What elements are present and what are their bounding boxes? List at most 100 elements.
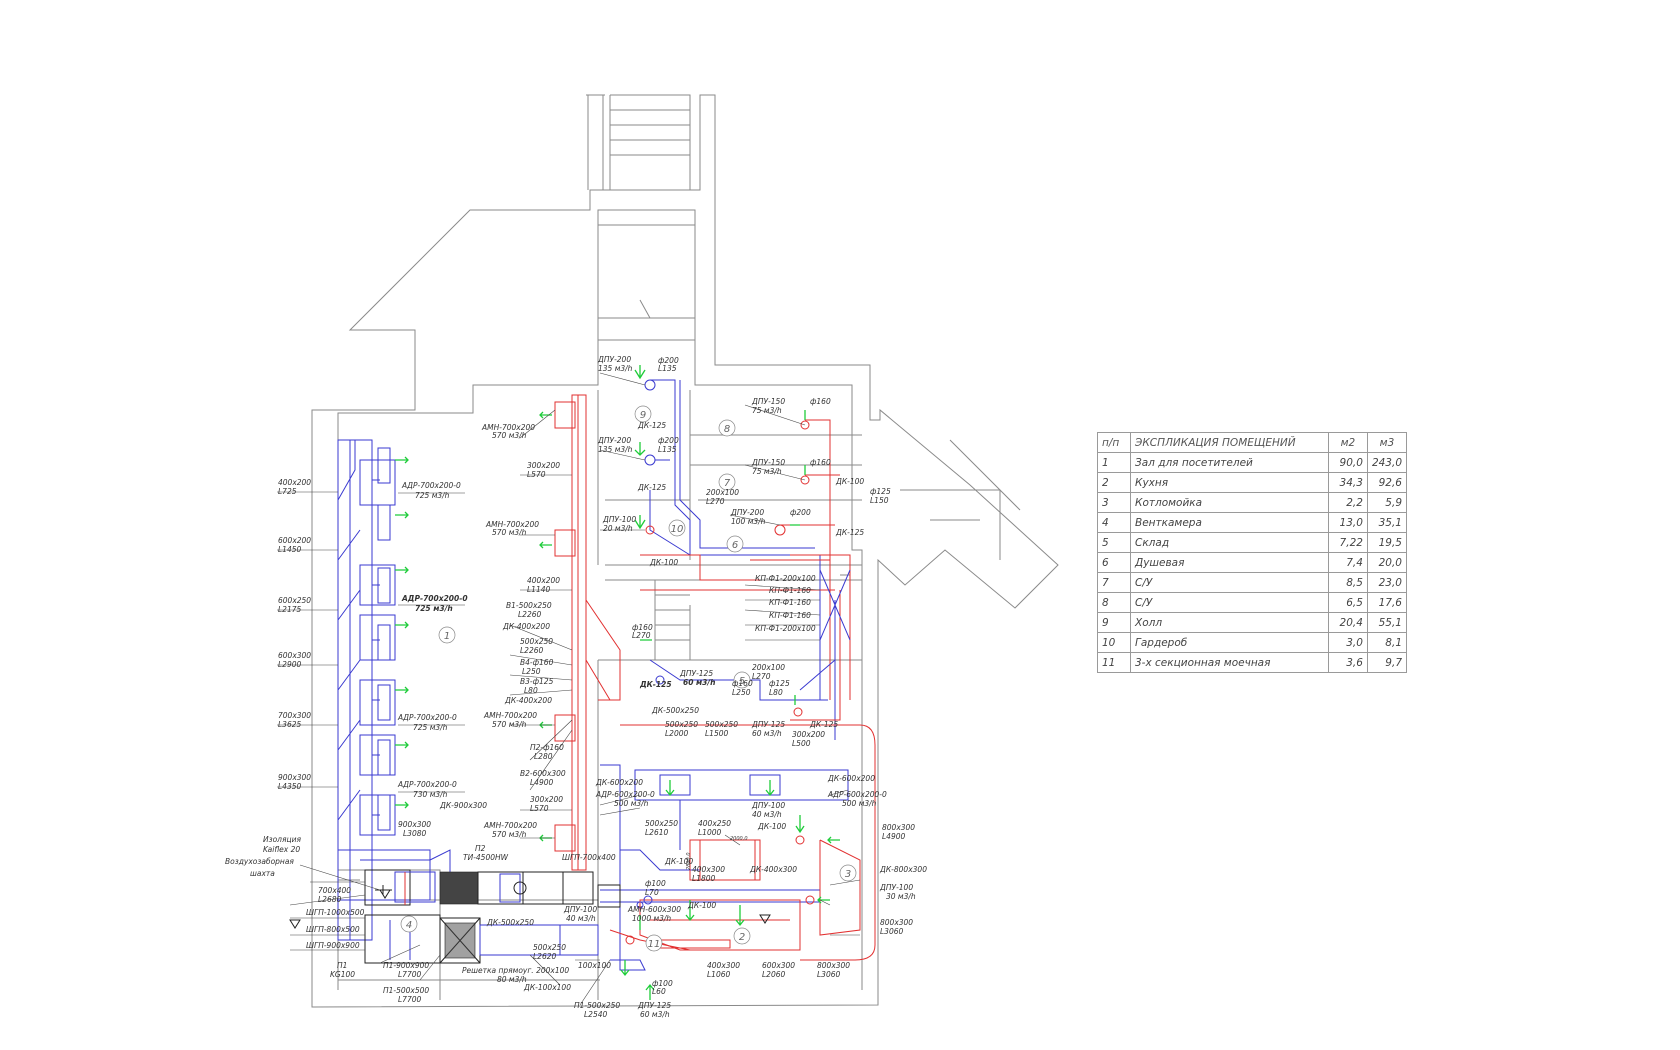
equipment-label: L2000 bbox=[665, 729, 688, 738]
row-volume: 20,0 bbox=[1366, 552, 1408, 573]
equipment-label: Изоляция bbox=[263, 835, 301, 844]
equipment-label: 1000 м3/h bbox=[632, 914, 671, 923]
row-number: 4 bbox=[1097, 512, 1131, 533]
row-area: 3,6 bbox=[1327, 652, 1368, 673]
equipment-label: ДК-800х300 bbox=[879, 865, 927, 874]
equipment-label: ф160 bbox=[810, 397, 831, 406]
equipment-label: ДПУ-100 bbox=[602, 515, 636, 524]
equipment-label: L80 bbox=[769, 688, 783, 697]
header-area: м2 bbox=[1327, 432, 1368, 453]
diffuser-label: АДР-700х200-0 bbox=[401, 594, 468, 603]
equipment-label: L1500 bbox=[705, 729, 728, 738]
diffuser-label: АДР-700х200-0 bbox=[397, 713, 457, 722]
diffuser-label: АДР-700х200-0 bbox=[401, 481, 461, 490]
equipment-label: ДК-400х300 bbox=[749, 865, 797, 874]
exhaust-label: 570 м3/h bbox=[492, 528, 527, 537]
room-number: 7 bbox=[724, 478, 731, 489]
equipment-label: L4900 bbox=[882, 832, 905, 841]
row-volume: 17,6 bbox=[1366, 592, 1408, 613]
equipment-label: Решетка прямоуг. 200х100 bbox=[462, 966, 569, 975]
row-volume: 92,6 bbox=[1366, 472, 1408, 493]
equipment-label: П2 bbox=[475, 844, 486, 853]
equipment-label: ТИ-4500НW bbox=[463, 853, 509, 862]
equipment-label: ДК-100 bbox=[687, 901, 716, 910]
equipment-label: ДК-100х100 bbox=[523, 983, 571, 992]
row-volume: 9,7 bbox=[1366, 652, 1408, 673]
left-duct-labels: 400х200 L725 600х200 L1450 600х250 L2175… bbox=[278, 478, 311, 791]
equipment-label: 20 м3/h bbox=[603, 524, 633, 533]
equipment-label: П1 bbox=[337, 961, 347, 970]
room-numbers: 1 2 3 4 5 6 7 8 9 10 11 bbox=[400, 405, 857, 952]
duct-size-label: 600х300 bbox=[278, 651, 311, 660]
equipment-label: ф100 bbox=[652, 979, 673, 988]
equipment-label: ДК-600х200 bbox=[827, 774, 875, 783]
equipment-label: КП-Ф1-160 bbox=[769, 611, 811, 620]
equipment-label: L3060 bbox=[817, 970, 840, 979]
equipment-label: ф160 bbox=[810, 458, 831, 467]
equipment-label: ф100 bbox=[645, 879, 666, 888]
equipment-label: L2060 bbox=[762, 970, 785, 979]
equipment-label: L2680 bbox=[318, 895, 341, 904]
supply-diffusers bbox=[377, 447, 391, 831]
equipment-label: ДПУ-125 bbox=[637, 1001, 671, 1010]
equipment-label: 2800,0 bbox=[686, 853, 692, 871]
equipment-label: 400х300 bbox=[692, 865, 725, 874]
equipment-label: ДК-900х300 bbox=[439, 801, 487, 810]
equipment-label: L270 bbox=[752, 672, 771, 681]
equipment-label: ф200 bbox=[658, 356, 679, 365]
equipment-label: 500 м3/h bbox=[614, 799, 649, 808]
equipment-label: П1-500х250 bbox=[574, 1001, 620, 1010]
equipment-label: ДК-100 bbox=[649, 558, 678, 567]
equipment-label: 500х250 bbox=[645, 819, 678, 828]
row-volume: 8,1 bbox=[1366, 632, 1408, 653]
equipment-label: ДПУ-100 bbox=[563, 905, 597, 914]
equipment-label: L7700 bbox=[398, 970, 421, 979]
exhaust-label: ДК-400х200 bbox=[504, 696, 552, 705]
exhaust-label: В3-ф125 bbox=[520, 677, 554, 686]
row-volume: 55,1 bbox=[1366, 612, 1408, 633]
equipment-label: 500х250 bbox=[665, 720, 698, 729]
exhaust-label: L2260 bbox=[520, 646, 543, 655]
equipment-label: ДК-125 bbox=[809, 720, 838, 729]
exhaust-label: L250 bbox=[522, 667, 541, 676]
equipment-label: L1800 bbox=[692, 874, 715, 883]
row-number: 5 bbox=[1097, 532, 1131, 553]
equipment-label: L500 bbox=[792, 739, 811, 748]
equipment-label: шахта bbox=[250, 869, 275, 878]
equipment-label: ШГП-800х500 bbox=[306, 925, 360, 934]
row-volume: 243,0 bbox=[1366, 452, 1408, 473]
row-room-name: Кухня bbox=[1130, 472, 1329, 493]
vent-chamber-equipment bbox=[289, 869, 771, 964]
supply-duct-main bbox=[337, 439, 451, 941]
duct-size-label: L2175 bbox=[278, 605, 301, 614]
equipment-label: L2620 bbox=[533, 952, 556, 961]
equipment-label: ДПУ-200 bbox=[730, 508, 764, 517]
equipment-label: ДК-100 bbox=[757, 822, 786, 831]
exhaust-duct-column bbox=[539, 394, 621, 871]
equipment-label: L135 bbox=[658, 364, 677, 373]
row-volume: 19,5 bbox=[1366, 532, 1408, 553]
equipment-label: 40 м3/h bbox=[752, 810, 782, 819]
equipment-label: 300х200 bbox=[792, 730, 825, 739]
equipment-label: ДК-100 bbox=[664, 857, 693, 866]
supply-diffuser-labels: АДР-700х200-0 725 м3/h АДР-700х200-0 725… bbox=[397, 481, 468, 799]
equipment-label: 100 м3/h bbox=[731, 517, 766, 526]
diffuser-label: АДР-700х200-0 bbox=[397, 780, 457, 789]
row-room-name: С/У bbox=[1130, 592, 1329, 613]
row-number: 1 bbox=[1097, 452, 1131, 473]
exhaust-label: П2-ф160 bbox=[530, 743, 564, 752]
exhaust-label: L1140 bbox=[527, 585, 550, 594]
row-room-name: Венткамера bbox=[1130, 512, 1329, 533]
equipment-label: ф160 bbox=[632, 623, 653, 632]
diffuser-flow: 730 м3/h bbox=[413, 790, 448, 799]
row-area: 3,0 bbox=[1327, 632, 1368, 653]
exhaust-label: ДК-400х200 bbox=[502, 622, 550, 631]
airflow-arrows-left bbox=[395, 456, 409, 809]
equipment-label: КП-Ф1-200х100 bbox=[755, 574, 816, 583]
equipment-label: L3060 bbox=[880, 927, 903, 936]
row-room-name: 3-х секционная моечная bbox=[1130, 652, 1329, 673]
row-number: 10 bbox=[1097, 632, 1131, 653]
